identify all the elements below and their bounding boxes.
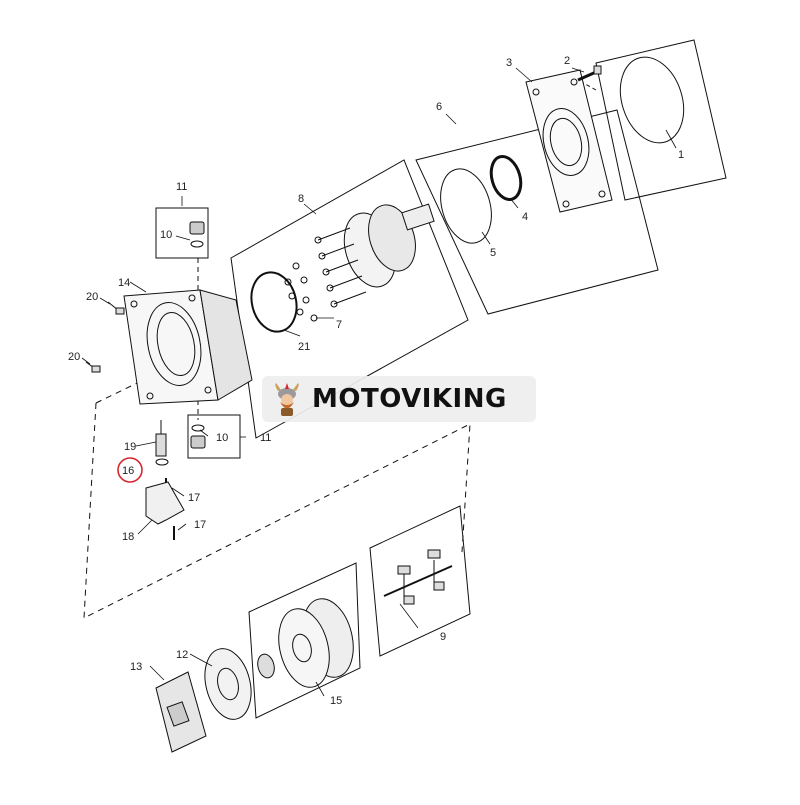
watermark-banner: MOTOVIKING [262, 376, 536, 422]
rotating-group-8 [314, 203, 435, 308]
watermark-text: MOTOVIKING [312, 384, 507, 414]
viking-mascot-icon [275, 383, 299, 416]
snap-ring-4 [489, 155, 523, 201]
label-part-20-upper: 20 [86, 291, 98, 303]
motor-housing-14 [123, 289, 253, 405]
group-frame-11-bottom [187, 414, 241, 459]
valve-assembly-9 [383, 549, 453, 605]
group-frame-9 [369, 505, 471, 657]
seal-ring-5 [440, 168, 492, 244]
label-part-14: 14 [118, 277, 130, 289]
plug-11-bottom [190, 424, 206, 449]
label-part-18: 18 [122, 531, 134, 543]
label-part-12: 12 [176, 649, 188, 661]
label-part-6: 6 [436, 101, 442, 113]
label-part-1: 1 [678, 149, 684, 161]
label-part-21: 21 [298, 341, 310, 353]
label-part-5: 5 [490, 247, 496, 259]
label-part-7: 7 [336, 319, 342, 331]
label-part-16: 16 [122, 465, 134, 477]
label-part-13: 13 [130, 661, 142, 673]
leader-lines [81, 67, 677, 697]
label-part-3: 3 [506, 57, 512, 69]
label-part-11-bottom: 11 [260, 432, 271, 444]
fitting-20-upper [107, 301, 125, 315]
valve-plate-12 [204, 648, 252, 720]
label-part-17-lower: 17 [194, 519, 206, 531]
cylinder-block-15 [257, 598, 354, 688]
o-ring-16 [155, 458, 169, 466]
group-frame-1 [595, 39, 727, 201]
label-part-8: 8 [298, 193, 304, 205]
group-frame-11-top [155, 207, 209, 259]
label-part-10-bottom: 10 [216, 432, 228, 444]
bracket-18 [145, 481, 185, 525]
small-o-rings-7 [284, 262, 318, 322]
o-ring-large-1 [619, 56, 685, 144]
label-part-19: 19 [124, 441, 136, 453]
sensor-19 [155, 420, 167, 457]
label-part-9: 9 [440, 631, 446, 643]
part-labels: 1 2 3 4 5 6 7 8 9 10 10 11 11 12 13 14 1… [68, 55, 684, 707]
label-part-10-top: 10 [160, 229, 172, 241]
fitting-20-lower [85, 361, 101, 373]
o-ring-21 [250, 271, 298, 333]
group-frame-6 [415, 109, 659, 315]
bolt-2 [577, 65, 602, 82]
label-part-4: 4 [522, 211, 528, 223]
label-part-11-top: 11 [176, 181, 187, 193]
label-part-20-lower: 20 [68, 351, 80, 363]
highlight-circle [117, 457, 143, 483]
dashed-assembly-outline [83, 402, 471, 619]
label-part-15: 15 [330, 695, 342, 707]
group-frame-15 [248, 562, 361, 719]
label-part-17-upper: 17 [188, 492, 200, 504]
flange-housing-3 [525, 69, 613, 213]
label-part-2: 2 [564, 55, 570, 67]
end-cap-13 [155, 671, 207, 753]
plug-11-top [189, 221, 205, 248]
